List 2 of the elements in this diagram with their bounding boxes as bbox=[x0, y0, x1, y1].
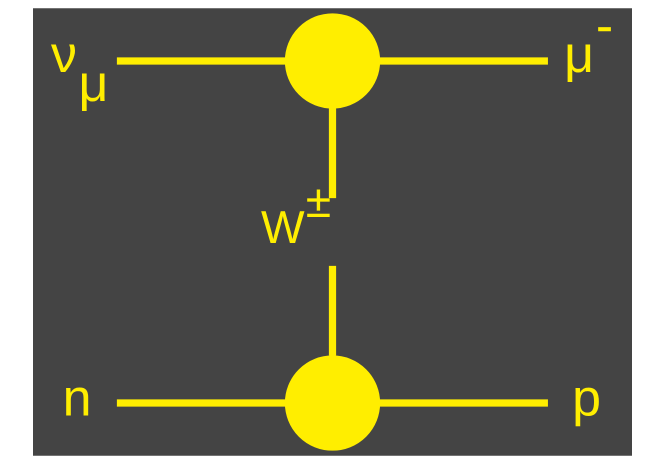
node-text: n bbox=[62, 370, 91, 428]
node-text: p bbox=[572, 370, 601, 428]
